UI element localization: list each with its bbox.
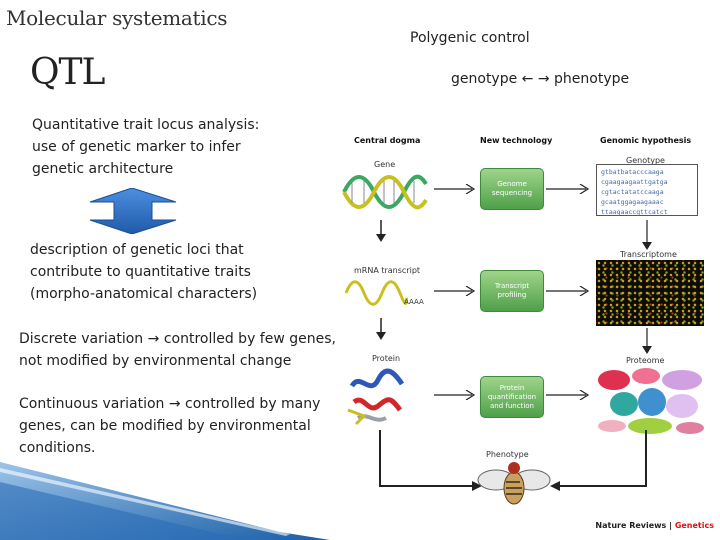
- mrna-strand-icon: [344, 280, 408, 306]
- genomics-figure: Central dogma New technology Genomic hyp…: [338, 128, 718, 538]
- down-arrow-icon: [376, 220, 386, 242]
- text-line: use of genetic marker to infer: [32, 139, 241, 155]
- sequence-line: gtbatbatacccaaga: [601, 168, 664, 176]
- corner-decoration: [0, 462, 330, 540]
- qtl-definition: Quantitative trait locus analysis: use o…: [32, 114, 259, 180]
- sequence-line: ttaagaaccgttcatct: [601, 208, 668, 216]
- discrete-variation-text: Discrete variation → controlled by few g…: [19, 328, 336, 372]
- tech-box-genome-sequencing: Genome sequencing: [480, 168, 544, 210]
- text-line: not modified by environmental change: [19, 353, 292, 369]
- col-header-new-technology: New technology: [480, 136, 553, 145]
- label-mrna: mRNA transcript: [354, 266, 421, 275]
- sequence-line: cgaagaagaattgatga: [601, 178, 668, 186]
- continuous-variation-text: Continuous variation → controlled by man…: [19, 393, 320, 459]
- text-line: genes, can be modified by environmental: [19, 418, 311, 434]
- text-line: Continuous variation → controlled by man…: [19, 396, 321, 412]
- qtl-heading: QTL: [30, 52, 105, 93]
- feedback-loop-lines: [379, 430, 647, 491]
- tech-box-transcript-profiling: Transcript profiling: [480, 270, 544, 312]
- sequence-line: gcaatggagaagaaac: [601, 198, 664, 206]
- right-arrow-icon: [434, 390, 476, 400]
- caption-source: Nature Reviews: [595, 521, 667, 530]
- down-arrow-icon: [642, 328, 652, 354]
- fruit-fly-icon: [477, 462, 551, 505]
- label-genotype: Genotype: [626, 156, 665, 165]
- label-transcriptome: Transcriptome: [620, 250, 677, 259]
- dna-helix-icon: [342, 174, 428, 210]
- slide-title: Molecular systematics: [6, 6, 228, 30]
- label-gene: Gene: [374, 160, 396, 169]
- label-proteome: Proteome: [626, 356, 665, 365]
- caption-separator: |: [666, 521, 675, 530]
- right-arrow-icon: [546, 286, 590, 296]
- text-line: conditions.: [19, 440, 96, 456]
- text-line: description of genetic loci that: [30, 242, 244, 258]
- right-arrow-icon: [546, 184, 590, 194]
- right-arrow-icon: [434, 286, 476, 296]
- right-arrow-icon: [434, 184, 476, 194]
- description-text: description of genetic loci that contrib…: [30, 239, 257, 305]
- caption-journal: Genetics: [674, 521, 714, 530]
- polygenic-title: Polygenic control: [410, 30, 530, 46]
- right-arrow-icon: [546, 390, 590, 400]
- label-phenotype: Phenotype: [486, 450, 529, 459]
- text-line: Quantitative trait locus analysis:: [32, 117, 260, 133]
- sequence-line: cgtactatatccaaga: [601, 188, 664, 196]
- text-line: contribute to quantitative traits: [30, 264, 251, 280]
- genotype-phenotype: genotype ← → phenotype: [451, 71, 630, 87]
- double-arrow-icon: [89, 188, 177, 234]
- genotype-sequence-box: gtbatbatacccaaga cgaagaagaattgatga cgtac…: [596, 164, 698, 216]
- col-header-central-dogma: Central dogma: [354, 136, 421, 145]
- proteome-image: [598, 368, 704, 434]
- text-line: genetic architecture: [32, 161, 174, 177]
- label-protein: Protein: [372, 354, 401, 363]
- tech-box-protein-function: Protein quantification and function: [480, 376, 544, 418]
- protein-structure-icon: [347, 368, 405, 426]
- figure-caption: Nature Reviews | Genetics: [595, 521, 714, 530]
- microarray-image: [596, 260, 704, 326]
- col-header-genomic-hypothesis: Genomic hypothesis: [600, 136, 692, 145]
- mrna-tail: AAAA: [404, 298, 424, 306]
- text-line: (morpho-anatomical characters): [30, 286, 258, 302]
- text-line: Discrete variation → controlled by few g…: [19, 331, 336, 347]
- down-arrow-icon: [642, 220, 652, 250]
- down-arrow-icon: [376, 318, 386, 340]
